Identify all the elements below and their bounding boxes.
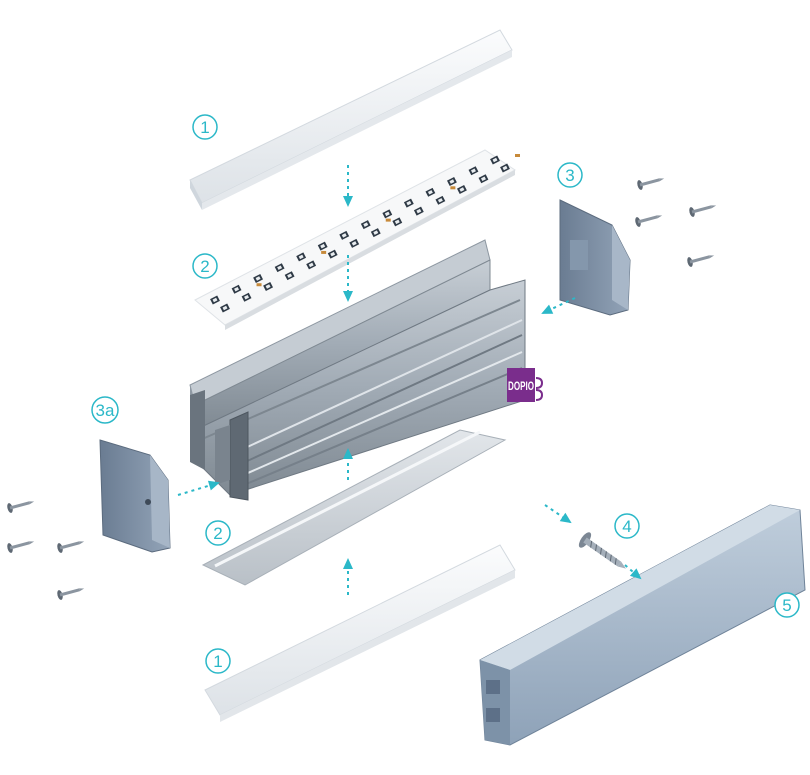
led-strip xyxy=(194,149,520,330)
flow-arrow-head-icon xyxy=(343,291,353,302)
flow-arrow-head-icon xyxy=(343,558,353,569)
screw-icon xyxy=(57,541,85,553)
callout-1-top: 1 xyxy=(192,114,218,140)
led-chip-icon xyxy=(284,271,295,281)
dopio-badge-text: DOPIO xyxy=(508,379,534,393)
callout-label: 3 xyxy=(565,166,574,185)
end-cap-right xyxy=(559,199,631,316)
screw-large-icon xyxy=(578,532,626,569)
led-chip-icon xyxy=(339,230,350,240)
adhesive-tape xyxy=(201,429,507,586)
callout-3a: 3a xyxy=(91,396,119,424)
end-cap-left xyxy=(99,439,171,553)
led-chip-icon xyxy=(327,249,338,259)
led-chip-icon-group xyxy=(210,154,520,313)
led-resistor-icon xyxy=(256,283,262,287)
cover-profile xyxy=(479,504,806,746)
led-chip-icon xyxy=(241,292,252,302)
flow-arrow-head-icon xyxy=(343,448,353,459)
led-chip-icon xyxy=(360,220,371,230)
led-chip-icon xyxy=(349,238,360,248)
flow-arrow-head-icon xyxy=(541,304,554,314)
screw-icon xyxy=(635,215,663,227)
led-chip-icon xyxy=(306,260,317,270)
led-chip-icon xyxy=(500,163,510,173)
screw-icon xyxy=(7,541,35,553)
led-chip-icon xyxy=(296,252,307,262)
flow-arrow-icon-heads xyxy=(207,196,642,580)
screw-icon xyxy=(689,205,717,217)
led-chip-icon xyxy=(468,166,479,176)
led-chip-icon xyxy=(263,281,274,291)
screw-icon xyxy=(637,178,665,190)
led-chip-icon xyxy=(231,284,242,294)
led-chip-icon xyxy=(370,228,381,238)
led-chip-icon xyxy=(456,185,467,195)
aluminium-profile xyxy=(189,239,526,501)
flow-arrow-head-icon xyxy=(559,512,572,524)
diffuser-bottom xyxy=(204,544,516,722)
led-chip-icon xyxy=(425,187,436,197)
led-resistor-icon xyxy=(385,218,391,222)
callout-label: 4 xyxy=(622,517,631,536)
led-chip-icon xyxy=(446,177,457,187)
callout-label: 2 xyxy=(213,524,222,543)
led-chip-icon xyxy=(274,263,285,273)
flow-arrow-head-icon xyxy=(207,480,220,491)
callout-label: 3a xyxy=(96,401,115,420)
flow-arrow-icon xyxy=(544,504,571,523)
callout-2-top: 2 xyxy=(192,253,218,279)
flow-arrow-head-icon xyxy=(629,568,642,580)
screw-icon-group xyxy=(7,178,717,600)
callout-2-bottom: 2 xyxy=(205,520,231,546)
led-chip-icon xyxy=(413,206,424,216)
led-resistor-icon xyxy=(515,154,520,157)
dopio-badge: DOPIO xyxy=(507,368,544,402)
led-chip-icon xyxy=(253,273,264,283)
flow-arrow-head-icon xyxy=(343,196,353,207)
callout-label: 1 xyxy=(200,118,209,137)
led-chip-icon xyxy=(317,241,328,251)
callout-3: 3 xyxy=(557,162,583,188)
diffuser-top xyxy=(189,29,513,210)
led-resistor-icon xyxy=(450,186,456,190)
callout-4: 4 xyxy=(614,513,640,539)
led-chip-icon xyxy=(220,303,230,313)
callout-label: 1 xyxy=(213,652,222,671)
callout-label: 5 xyxy=(782,596,791,615)
callout-5: 5 xyxy=(774,592,800,618)
led-chip-icon xyxy=(403,198,414,208)
led-chip-icon xyxy=(478,174,489,184)
led-chip-icon xyxy=(210,295,220,305)
led-chip-icon xyxy=(382,209,393,219)
screw-icon xyxy=(57,588,85,600)
led-chip-icon xyxy=(490,155,500,165)
led-chip-icon xyxy=(392,217,403,227)
led-chip-icon xyxy=(435,195,446,205)
screw-icon xyxy=(687,255,715,267)
callout-label: 2 xyxy=(200,257,209,276)
screw-icon xyxy=(7,501,35,513)
led-resistor-icon xyxy=(321,250,327,254)
callout-1-bottom: 1 xyxy=(205,648,231,674)
